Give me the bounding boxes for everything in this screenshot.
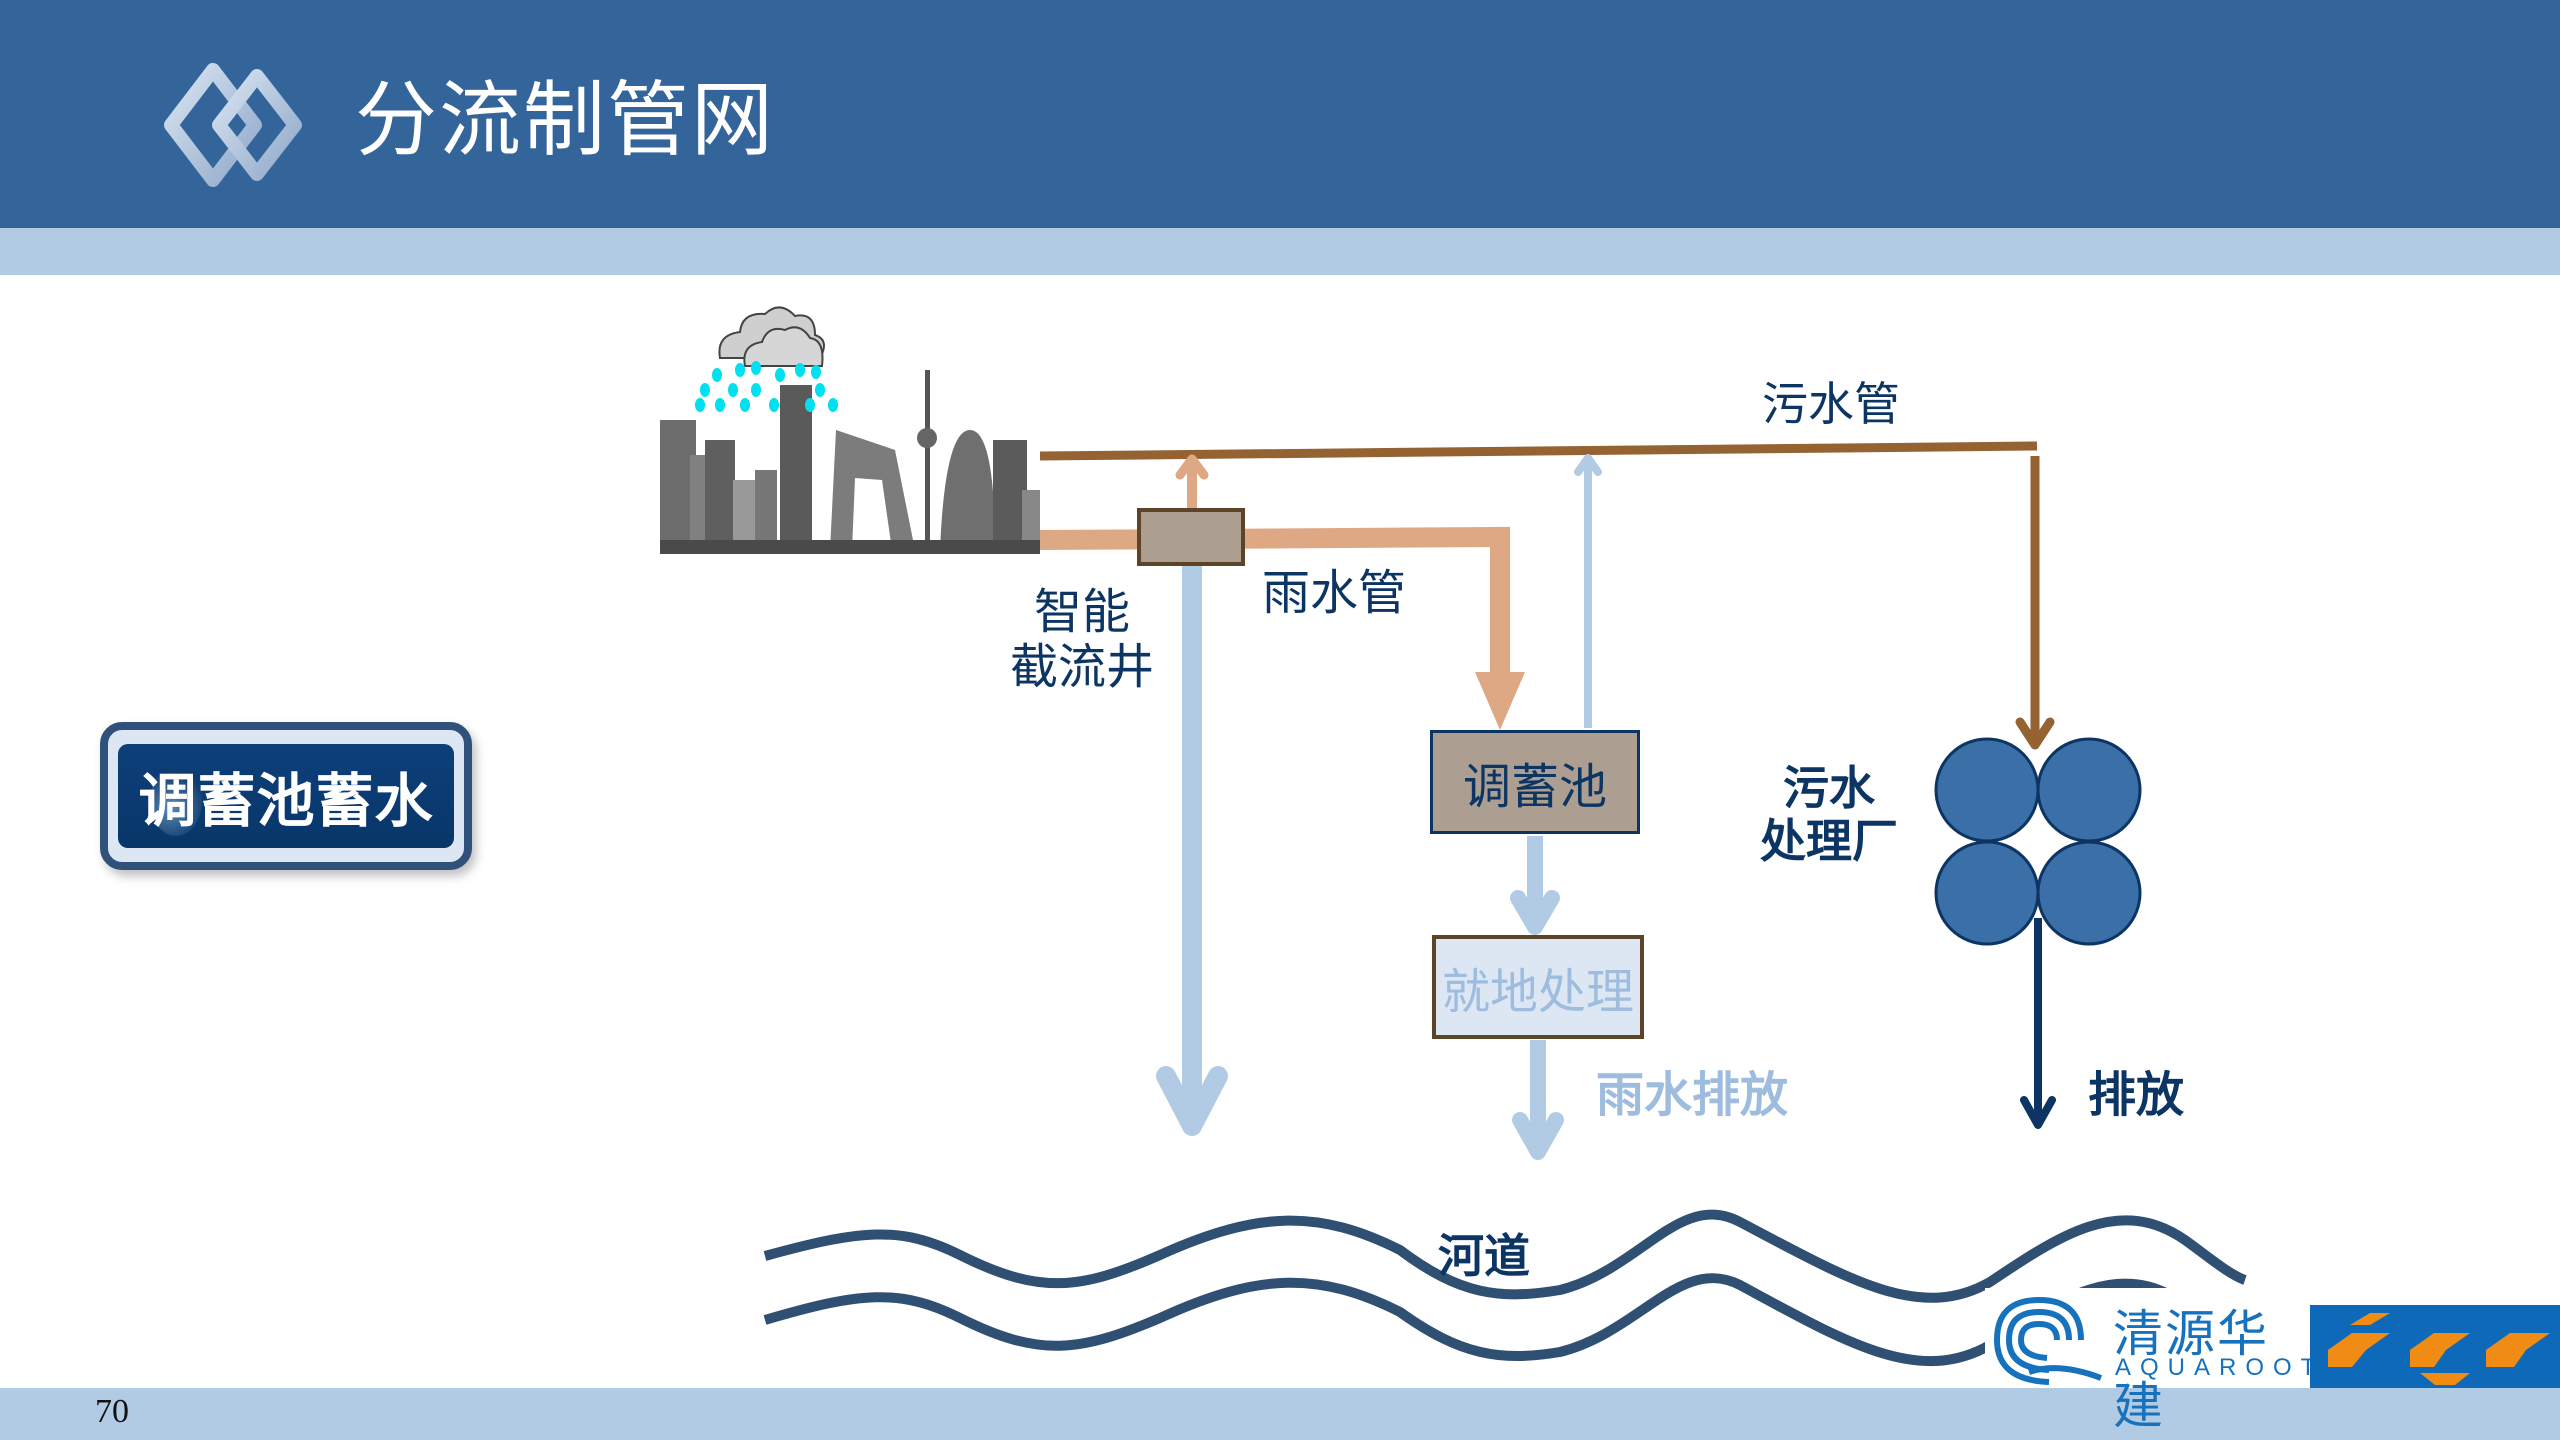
storage-tank-button[interactable]: 调蓄池蓄水 [100,722,472,870]
local-treatment-box: 就地处理 [1432,935,1644,1039]
header-bar [0,0,2560,228]
aquaroot-logo-chinese: 清源华建 [2113,1305,2269,1435]
interceptor-label-line1: 智能 [1034,584,1131,640]
page-number: 70 [95,1393,129,1430]
rain-pipe-arrowhead [1475,672,1525,730]
rain-discharge-arrowhead [1512,1112,1564,1160]
discharge-arrowhead [2020,1096,2056,1129]
storage-to-local-arrowhead [1510,890,1560,935]
rain-cloud-icon [695,306,838,412]
river-label: 河道 [1438,1229,1530,1283]
sewage-pipe [1039,441,2038,461]
interceptor-well-box [1137,508,1245,566]
storage-tank-box: 调蓄池 [1430,730,1640,834]
treatment-plant-icon [1934,737,2142,946]
interceptor-arrowhead [1175,454,1209,480]
rain-flow-arrowhead [1156,1066,1228,1136]
treatment-plant-label: 污水 处理厂 [1760,762,1898,868]
river-bank-upper [763,1209,2247,1303]
aquaroot-logo: 清源华建 AQUAROOT [1985,1288,2315,1435]
aquaroot-spiral-icon [1993,1296,2103,1385]
igu-logo-icon [2310,1305,2560,1388]
discharge-label: 排放 [2088,1067,2185,1123]
interceptor-label-line2: 截流井 [1010,639,1155,696]
aquaroot-logo-english: AQUAROOT [2115,1354,2325,1381]
city-skyline-icon [660,370,1040,554]
storage-tank-button-face[interactable]: 调蓄池蓄水 [118,744,454,848]
rain-pipe-label: 雨水管 [1262,565,1407,621]
interceptor-well-label: 智能 截流井 [1010,584,1155,696]
double-diamond-logo-icon [164,63,302,187]
page-title: 分流制管网 [355,73,776,168]
storage-to-sewer-arrowhead [1574,454,1602,476]
sewage-pipe-label: 污水管 [1762,377,1900,431]
sewage-arrowhead [2015,717,2055,750]
treatment-label-line2: 处理厂 [1760,813,1898,868]
header-accent-strip [0,228,2560,275]
storage-tank-button-label: 调蓄池蓄水 [138,767,434,835]
treatment-label-line1: 污水 [1783,761,1875,815]
rain-discharge-label: 雨水排放 [1596,1067,1789,1123]
bubble-decoration-icon [150,766,202,836]
footer-bar [0,1388,2560,1440]
